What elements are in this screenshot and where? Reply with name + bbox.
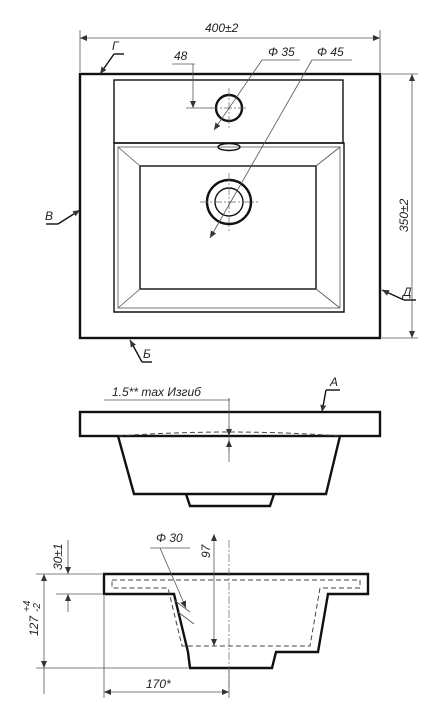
view-label-d: Д: [401, 285, 412, 299]
view-marker-b: Б: [129, 339, 152, 363]
view-label-b: Б: [143, 347, 151, 361]
top-view: [78, 72, 382, 340]
depth-label: 97: [199, 543, 213, 558]
overall-height-label: 127: [27, 615, 41, 636]
view-marker-d: Д: [381, 285, 416, 301]
height-label: 350±2: [397, 198, 411, 232]
front-drain: [184, 493, 276, 508]
overflow-slot: [217, 142, 241, 152]
overflow-leader: Φ 30: [150, 531, 190, 609]
overall-height-dimension: 127 +4 -2: [22, 573, 188, 694]
tap-ledge: [113, 79, 344, 144]
view-label-v: В: [45, 209, 53, 223]
height-dimension: 350±2: [382, 73, 418, 339]
front-view: 1.5** max Изгиб А: [78, 375, 382, 508]
drain-hole-leader: Φ 45: [209, 45, 352, 239]
depth-dimension: 97: [199, 534, 217, 646]
tap-hole-leader: Φ 35: [213, 45, 300, 131]
rim-height-dimension: 30±1: [51, 540, 102, 612]
drain-hole-label: Φ 45: [317, 45, 344, 59]
front-bowl: [116, 435, 342, 496]
tap-offset-label: 48: [174, 49, 188, 63]
rim-height-label: 30±1: [51, 543, 65, 570]
bowl-bottom: [139, 165, 317, 290]
tap-offset-dimension: 48: [172, 49, 212, 109]
view-marker-v: В: [45, 209, 81, 225]
overall-tol-upper: +4: [22, 600, 33, 612]
width-label: 400±2: [205, 21, 239, 35]
sink-outline: [78, 72, 382, 340]
overflow-label: Φ 30: [156, 531, 183, 545]
front-slab: [78, 410, 382, 438]
section-outline: [102, 572, 370, 670]
view-label-g: Г: [112, 39, 120, 53]
drain-offset-label: 170*: [146, 677, 171, 691]
bowl-outer: [113, 142, 345, 313]
tap-hole-label: Φ 35: [268, 45, 295, 59]
width-dimension: 400±2: [79, 21, 381, 72]
bend-label: 1.5** max Изгиб: [112, 385, 202, 399]
view-label-a: А: [329, 375, 338, 389]
drain-offset-dimension: 170*: [103, 596, 230, 698]
section-view: [102, 540, 370, 690]
overall-tol-lower: -2: [32, 603, 43, 612]
view-marker-g: Г: [99, 39, 124, 75]
